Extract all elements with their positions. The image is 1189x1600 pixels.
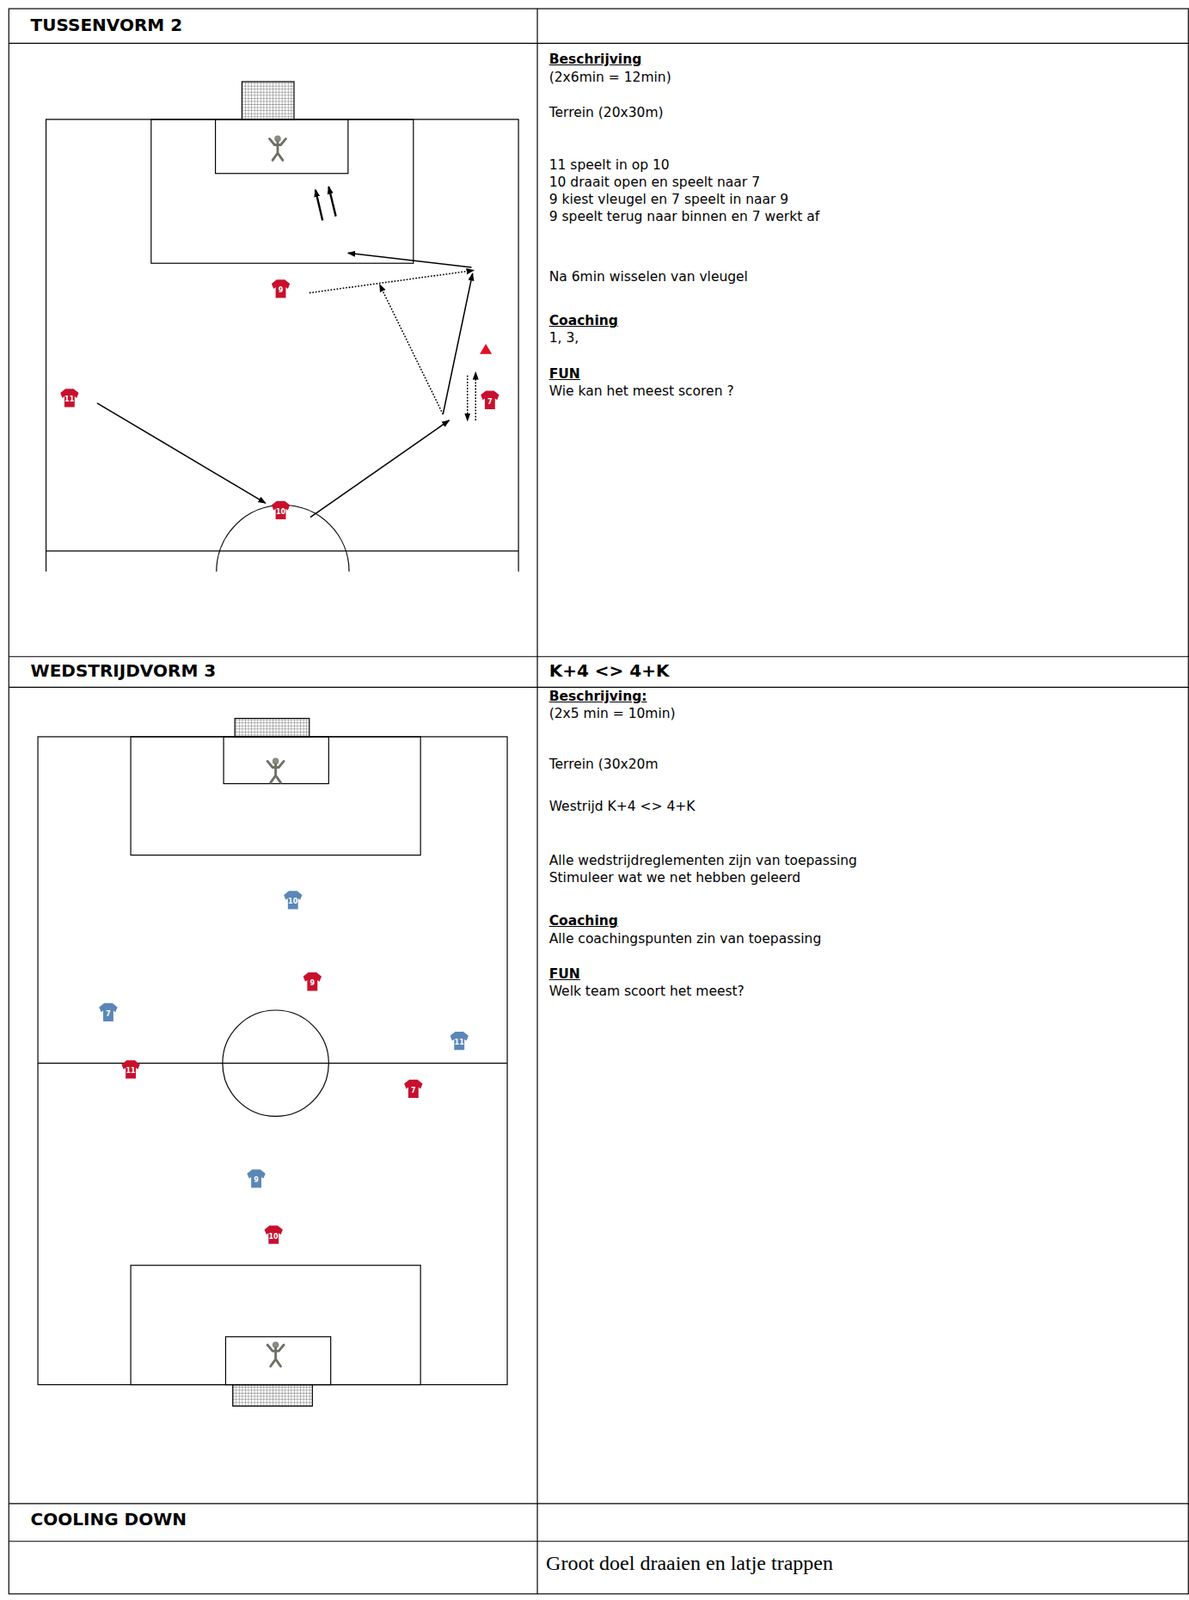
description-text: (2x5 min = 10min) — [549, 704, 676, 723]
section-header: COOLING DOWN — [30, 1508, 187, 1530]
player-number: 7 — [487, 397, 493, 405]
description-text: (2x6min = 12min) — [549, 68, 672, 86]
table-grid — [8, 8, 1189, 1594]
player-number: 9 — [310, 979, 316, 987]
pitch-1 — [46, 81, 520, 572]
section-heading: FUN — [549, 965, 581, 983]
description-text: Westrijd K+4 <> 4+K — [549, 797, 696, 816]
description-text: Alle wedstrijdreglementen zijn van toepa… — [549, 851, 858, 870]
player-number: 10 — [275, 507, 286, 515]
section-heading: Coaching — [549, 312, 619, 330]
player-number: 11 — [64, 395, 74, 404]
description-text: Wie kan het meest scoren ? — [549, 382, 735, 400]
description-text: Terrein (30x20m — [549, 755, 659, 773]
description-text: Terrein (20x30m) — [549, 104, 664, 122]
player-number: 7 — [410, 1085, 417, 1094]
player-number: 11 — [125, 1066, 135, 1075]
player-number: 7 — [105, 1009, 111, 1018]
description-text: 1, 3, — [549, 329, 580, 347]
description-text: Alle coachingspunten zin van toepassing — [549, 930, 822, 948]
section-header: TUSSENVORM 2 — [30, 14, 184, 36]
player-number: 9 — [278, 286, 284, 295]
players-1 — [60, 279, 499, 520]
player-number: 10 — [288, 897, 298, 906]
section-heading: FUN — [549, 365, 581, 383]
description-text: 11 speelt in op 10 — [549, 156, 670, 174]
players-2 — [98, 890, 469, 1245]
description-text: 10 draait open en speelt naar 7 — [549, 173, 760, 191]
pitch-2 — [37, 718, 508, 1407]
description-text: Welk team scoort het meest? — [549, 982, 745, 1000]
description-text: 9 kiest vleugel en 7 speelt in naar 9 — [549, 190, 790, 209]
section-heading: Beschrijving — [549, 50, 643, 68]
pass-arrows-1 — [97, 186, 476, 518]
player-number: 9 — [253, 1176, 259, 1184]
player-number: 11 — [454, 1038, 465, 1047]
section-heading: Beschrijving: — [549, 687, 648, 705]
player-number: 10 — [269, 1231, 279, 1240]
description-text: Stimuleer wat we net hebben geleerd — [549, 869, 802, 887]
section-header: K+4 <> 4+K — [549, 660, 670, 681]
section-header: WEDSTRIJDVORM 3 — [30, 660, 217, 681]
cooldown-text: Groot doel draaien en latje trappen — [545, 1550, 834, 1576]
section-heading: Coaching — [549, 912, 619, 930]
description-text: 9 speelt terug naar binnen en 7 werkt af — [549, 208, 820, 226]
description-text: Na 6min wisselen van vleugel — [549, 268, 748, 286]
